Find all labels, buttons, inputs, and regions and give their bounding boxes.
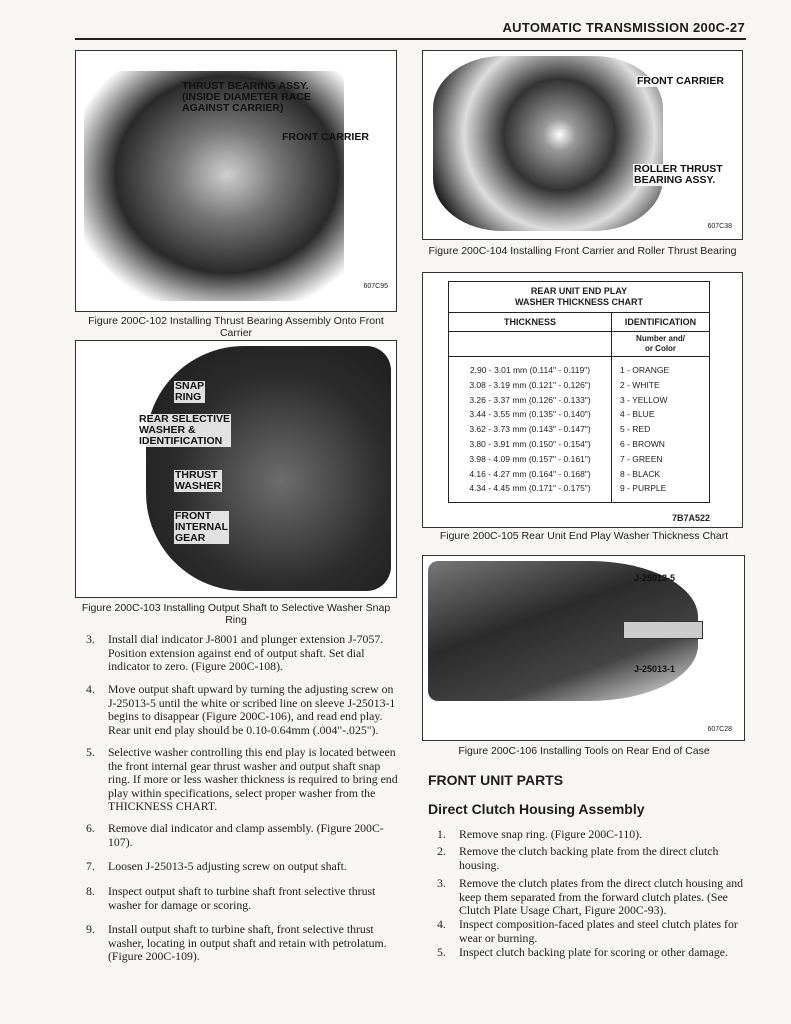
step-1: 1.Remove snap ring. (Figure 200C-110). <box>437 827 643 841</box>
figure-105-caption: Figure 200C-105 Rear Unit End Play Washe… <box>439 530 729 542</box>
step-3: 3.Install dial indicator J-8001 and plun… <box>86 632 384 673</box>
section-subtitle: Direct Clutch Housing Assembly <box>428 801 645 817</box>
photo-code: 607C38 <box>707 223 732 230</box>
identification-cell: 1 - ORANGE <box>620 365 670 375</box>
section-title: FRONT UNIT PARTS <box>428 772 564 788</box>
thickness-cell: 4.16 - 4.27 mm (0.164" - 0.168") <box>469 468 591 479</box>
step-5r: 5.Inspect clutch backing plate for scori… <box>437 945 728 959</box>
identification-cell: 9 - PURPLE <box>620 483 667 494</box>
label-front-carrier: FRONT CARRIER <box>636 75 725 87</box>
identification-cell: 5 - RED <box>620 424 651 435</box>
figure-106-caption: Figure 200C-106 Installing Tools on Rear… <box>458 745 710 757</box>
front-carrier-photo <box>433 56 663 231</box>
thickness-values: 2.90 - 3.01 mm (0.114" - 0.119") 3.08 - 3… <box>448 355 612 504</box>
thickness-cell: 3.44 - 3.55 mm (0.135" - 0.140") <box>469 409 591 420</box>
thickness-cell: 3.62 - 3.73 mm (0.143" - 0.147") <box>469 424 591 435</box>
photo-code: 607C95 <box>363 283 388 290</box>
photo-code: 607C28 <box>707 726 732 733</box>
step-9: 9.Install output shaft to turbine shaft,… <box>86 922 387 963</box>
step-4: 4.Move output shaft upward by turning th… <box>86 682 396 737</box>
figure-102: THRUST BEARING ASSY.(INSIDE DIAMETER RAC… <box>75 50 397 312</box>
label-thrust-bearing: THRUST BEARING ASSY.(INSIDE DIAMETER RAC… <box>182 80 311 114</box>
figure-102-caption: Figure 200C-102 Installing Thrust Bearin… <box>88 315 384 339</box>
thickness-cell: 2.90 - 3.01 mm (0.114" - 0.119") <box>469 365 591 375</box>
figure-106: J-25013-5 J-25013-1 607C28 <box>422 555 745 741</box>
identification-cell: 2 - WHITE <box>620 379 660 390</box>
thickness-cell: 3.80 - 3.91 mm (0.150" - 0.154") <box>469 438 591 449</box>
col-thickness: THICKNESS <box>448 312 612 332</box>
label-front-carrier: FRONT CARRIER <box>282 131 369 143</box>
thickness-cell: 3.26 - 3.37 mm (0.126" - 0.133") <box>469 394 591 405</box>
thickness-cell: 3.98 - 4.09 mm (0.157" - 0.161") <box>469 453 591 464</box>
thrust-bearing-photo <box>84 71 344 301</box>
col-identification: IDENTIFICATION <box>611 312 710 332</box>
thickness-cell: 3.08 - 3.19 mm (0.121" - 0.126") <box>469 379 591 390</box>
tool-sleeve <box>623 621 703 639</box>
identification-cell: 4 - BLUE <box>620 409 655 420</box>
step-7: 7.Loosen J-25013-5 adjusting screw on ou… <box>86 859 347 873</box>
step-6: 6.Remove dial indicator and clamp assemb… <box>86 821 384 849</box>
header-rule <box>75 38 746 40</box>
step-3r: 3.Remove the clutch plates from the dire… <box>437 876 744 917</box>
step-4r: 4.Inspect composition-faced plates and s… <box>437 917 738 945</box>
identification-cell: 8 - BLACK <box>620 468 661 479</box>
figure-104-caption: Figure 200C-104 Installing Front Carrier… <box>428 245 737 257</box>
identification-values: 1 - ORANGE 2 - WHITE 3 - YELLOW 4 - BLUE 5 -… <box>611 355 710 504</box>
step-2: 2.Remove the clutch backing plate from t… <box>437 844 719 872</box>
step-5: 5.Selective washer controlling this end … <box>86 745 398 813</box>
label-j25013-1: J-25013-1 <box>634 664 676 674</box>
identification-cell: 7 - GREEN <box>620 453 663 464</box>
figure-103-caption: Figure 200C-103 Installing Output Shaft … <box>81 602 391 626</box>
identification-cell: 6 - BROWN <box>620 438 665 449</box>
label-j25013-5: J-25013-5 <box>634 573 676 583</box>
chart-code: 7B7A522 <box>671 513 710 523</box>
sub-header: Number and/or Color <box>611 331 710 357</box>
identification-cell: 3 - YELLOW <box>620 394 668 405</box>
step-8: 8.Inspect output shaft to turbine shaft … <box>86 884 376 912</box>
page-header: AUTOMATIC TRANSMISSION 200C-27 <box>502 20 745 35</box>
thickness-cell: 4.34 - 4.45 mm (0.171" - 0.175") <box>469 483 591 494</box>
